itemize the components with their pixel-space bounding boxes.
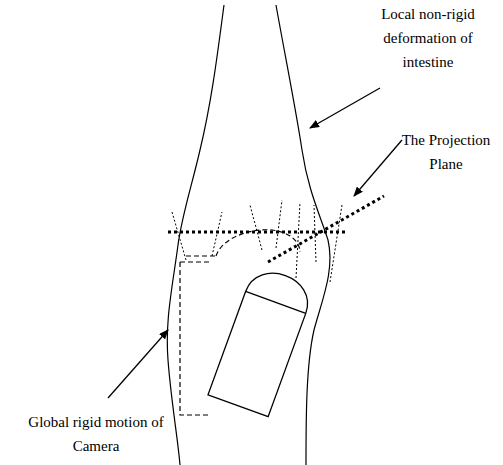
viewing-ray xyxy=(172,200,342,282)
intestine-wall xyxy=(276,5,330,465)
leader-arrow xyxy=(108,330,168,398)
leader-arrow xyxy=(354,140,402,196)
capsule-camera xyxy=(208,265,316,417)
leader-arrow xyxy=(310,88,380,128)
projection-plane xyxy=(268,196,384,262)
callout-label: Local non-rigid deformation of intestine xyxy=(363,2,493,74)
callout-label: The Projection Plane xyxy=(396,128,496,176)
callout-label: Global rigid motion of Camera xyxy=(26,410,166,458)
